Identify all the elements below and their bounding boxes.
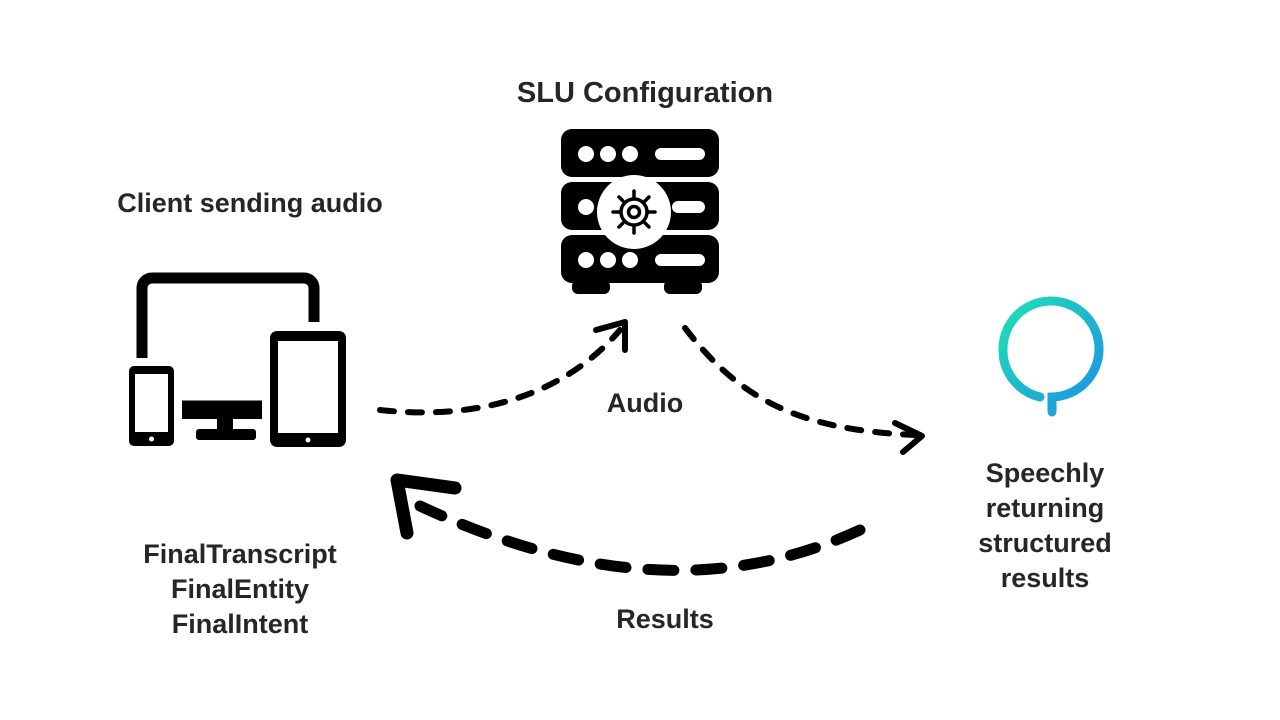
client-title: Client sending audio — [117, 188, 383, 218]
speechly-caption-line: Speechly — [985, 458, 1105, 488]
slu-configuration-title: SLU Configuration — [516, 77, 774, 109]
gear-icon — [611, 189, 657, 235]
audio-arrow — [377, 319, 628, 416]
results-label: Results — [616, 604, 714, 634]
results-arrow — [390, 473, 866, 576]
speechly-caption: Speechly returning structured results — [940, 456, 1150, 596]
devices-icon — [120, 272, 356, 456]
audio-label: Audio — [606, 388, 684, 418]
event-final-entity: FinalEntity — [170, 574, 309, 604]
result-events-list: FinalTranscript FinalEntity FinalIntent — [100, 537, 380, 642]
speechly-caption-line: returning — [985, 493, 1105, 523]
speechly-logo-icon — [998, 296, 1104, 417]
phone-icon — [129, 366, 174, 446]
speechly-caption-line: results — [1000, 563, 1090, 593]
speechly-arrow — [682, 325, 925, 455]
speechly-caption-line: structured — [978, 528, 1112, 558]
event-final-intent: FinalIntent — [171, 609, 309, 639]
tablet-icon — [270, 331, 346, 447]
event-final-transcript: FinalTranscript — [143, 539, 337, 569]
server-gear-icon — [561, 129, 719, 294]
